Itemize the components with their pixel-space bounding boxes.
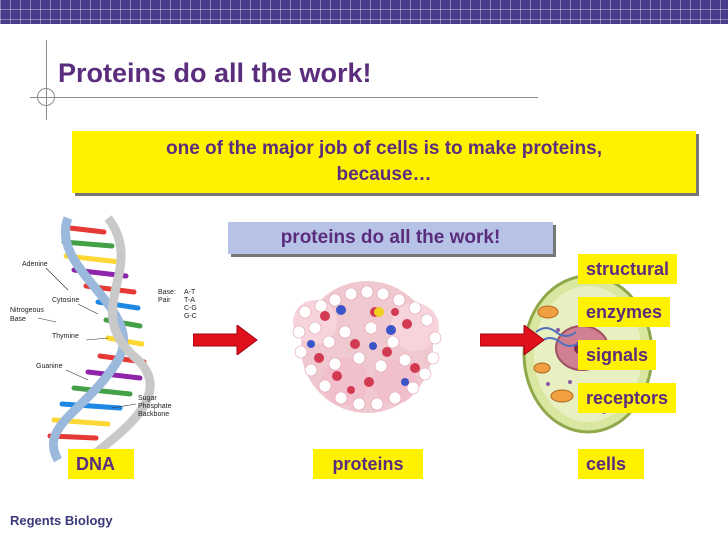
function-label-signals: signals xyxy=(578,340,657,370)
pair-at: A-T xyxy=(184,289,196,296)
label-adenine: Adenine xyxy=(22,261,48,268)
callout-line-1: one of the major job of cells is to make… xyxy=(165,138,603,159)
dna-helix-image: Adenine Cytosine Nitrogeous Base Thymine… xyxy=(10,215,197,464)
label-phosphate: Phosphate xyxy=(138,403,172,410)
footer-course-name: Regents Biology xyxy=(10,513,113,528)
label-cells: cells xyxy=(578,449,644,479)
pair-cg: C-G xyxy=(184,305,197,312)
label-proteins: proteins xyxy=(313,449,423,479)
callout-line-2: because… xyxy=(336,164,432,185)
function-label-receptors: receptors xyxy=(578,383,677,413)
label-sugar: Sugar xyxy=(138,395,157,402)
proteins-work-box: proteins do all the work! xyxy=(228,222,553,254)
vertical-guide-line xyxy=(46,40,47,120)
protein-molecule-image xyxy=(292,281,442,413)
label-dna: DNA xyxy=(68,449,134,479)
label-base: Base xyxy=(10,316,26,323)
function-label-enzymes: enzymes xyxy=(578,297,671,327)
crosshair-icon xyxy=(37,88,55,106)
pair-gc: G-C xyxy=(184,313,197,320)
label-nitrogeous: Nitrogeous xyxy=(10,307,44,314)
label-thymine: Thymine xyxy=(52,333,79,340)
function-label-structural: structural xyxy=(578,254,678,284)
intro-callout: one of the major job of cells is to make… xyxy=(72,131,696,193)
label-base-word: Base: xyxy=(158,289,176,296)
arrow-dna-to-proteins xyxy=(193,325,258,355)
arrow-proteins-to-cells xyxy=(480,325,545,355)
label-guanine: Guanine xyxy=(36,363,63,370)
label-cytosine: Cytosine xyxy=(52,297,79,304)
top-banner xyxy=(0,0,728,24)
label-backbone: Backbone xyxy=(138,411,169,418)
title-underline xyxy=(30,97,538,98)
pair-ta: T-A xyxy=(184,297,195,304)
label-pair-word: Pair xyxy=(158,297,171,304)
slide-title: Proteins do all the work! xyxy=(58,58,372,88)
